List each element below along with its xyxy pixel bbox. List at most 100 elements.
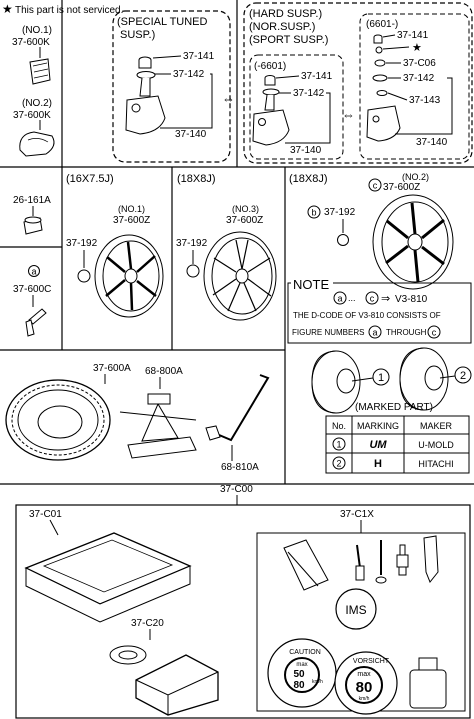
note-box: NOTE a ... c ⇒ V3-810 THE D-CODE OF V3-8… [287, 276, 472, 344]
callout-2-circle [454, 366, 472, 384]
part-37-c01: 37-C01 [29, 509, 62, 520]
not-serviced-note: This part is not serviced. [15, 5, 123, 16]
sealant-bottle-icon [409, 657, 447, 709]
w16-center-cap-icon [77, 269, 91, 283]
a-mark-label: a [31, 267, 36, 277]
tpms-sensor-early-icon [252, 75, 290, 146]
hard-title3: (SPORT SUSP.) [249, 34, 328, 46]
caution-speed1: 50 [293, 669, 305, 680]
tuned-title1: (SPECIAL TUNED [117, 16, 208, 28]
b-mark-circle [307, 205, 321, 219]
tpms-sensor-tuned-icon [125, 56, 166, 135]
hose-icon [375, 540, 387, 584]
hard-title2: (NOR.SUSP.) [249, 21, 315, 33]
tuned-37-140: 37-140 [175, 129, 207, 140]
tuned-37-141: 37-141 [183, 51, 215, 62]
tuned-37-142: 37-142 [173, 69, 205, 80]
row1-no-circle [332, 437, 346, 451]
star-icon: ★ [2, 2, 13, 16]
special-tuned-box [112, 10, 231, 163]
c-mark-circle [368, 178, 382, 192]
row2-marking: H [374, 458, 382, 470]
no2-label: (NO.2) [22, 98, 52, 109]
b-mark-label: b [311, 208, 316, 218]
row2-maker: HITACHI [418, 459, 453, 469]
w18b-wheel-icon [372, 194, 454, 290]
late-37-140: 37-140 [416, 137, 448, 148]
caution-sticker [267, 638, 337, 708]
note-code-from: a [337, 294, 342, 304]
tpms-sensor-late-icon [366, 34, 401, 142]
w16-no: (NO.1) [118, 204, 145, 214]
note-ellipsis: ... [348, 293, 356, 303]
caution-speed2: 80 [293, 680, 305, 691]
w18b-no: (NO.2) [402, 172, 429, 182]
jack-icon [119, 393, 197, 459]
hard-37-141: 37-141 [301, 71, 333, 82]
marking-table [325, 415, 470, 474]
part-37-c20: 37-C20 [131, 618, 164, 629]
marked-caption: (MARKED PART) [355, 402, 433, 413]
caution-unit: km/h [312, 679, 323, 685]
late-37-143: 37-143 [409, 95, 441, 106]
part-68-800a: 68-800A [145, 366, 183, 377]
kit-title: 37-C00 [220, 484, 253, 495]
hard-37-140: 37-140 [290, 145, 322, 156]
w18a-no: (NO.3) [232, 204, 259, 214]
part-37-600c: 37-600C [13, 284, 51, 295]
note-line3a: FIGURE NUMBERS [292, 328, 364, 337]
late-37-142: 37-142 [403, 73, 435, 84]
spark-plug-icon [396, 544, 409, 576]
caution-text: CAUTION [289, 649, 321, 656]
part-37-600k-2: 37-600K [13, 110, 51, 121]
note-title: NOTE [293, 277, 329, 292]
minus-6601-box [249, 54, 344, 160]
ims-sticker [335, 588, 377, 630]
row1-no: 1 [336, 440, 341, 450]
note-line3-mark1: a [372, 328, 377, 338]
callout-2: 2 [460, 370, 466, 382]
th-marking: MARKING [357, 421, 399, 431]
marked-wheel-2-icon [399, 347, 449, 411]
w18b-cap: 37-192 [324, 207, 356, 218]
part-68-810a: 68-810A [221, 462, 259, 473]
w18a-center-cap-icon [186, 264, 200, 278]
th-no: No. [332, 421, 346, 431]
note-line3b: THROUGH [386, 328, 427, 337]
vorsicht-max: max [357, 671, 371, 678]
note-line3-mark2: c [432, 328, 437, 338]
valve-stem-icon [25, 308, 47, 337]
hard-susp-box [243, 2, 473, 164]
panel-borders [0, 0, 474, 485]
vorsicht-text: VORSICHT [353, 658, 390, 665]
late-37-c06: 37-C06 [403, 58, 436, 69]
w18a-wheel-icon [203, 231, 277, 321]
th-maker: MAKER [420, 421, 453, 431]
marked-wheel-1-icon [311, 350, 361, 414]
plus-6601-box [359, 13, 470, 160]
row2-no: 2 [336, 459, 341, 469]
w16-size: (16X7.5J) [66, 173, 114, 185]
no1-label: (NO.1) [22, 25, 52, 36]
plus-6601-label: (6601-) [366, 19, 398, 30]
w18a-size: (18X8J) [177, 173, 216, 185]
valve-tool-icon [423, 535, 439, 583]
w18b-size: (18X8J) [289, 173, 328, 185]
vorsicht-unit: km/h [359, 696, 370, 702]
minus-6601-label: (-6601) [254, 61, 286, 72]
row1-maker: U-MOLD [418, 440, 454, 450]
row1-marking: UM [369, 439, 387, 451]
w18a-cap: 37-192 [176, 238, 208, 249]
hard-title1: (HARD SUSP.) [249, 8, 322, 20]
c-mark-label: c [373, 181, 378, 191]
star-marker-icon: ★ [412, 42, 422, 54]
part-37-600k-1: 37-600K [12, 37, 50, 48]
lug-nut-icon [23, 216, 43, 235]
note-code-range: V3-810 [395, 294, 428, 305]
a-mark-circle [28, 265, 40, 277]
note-line2: THE D-CODE OF V3-810 CONSISTS OF [293, 311, 441, 320]
part-37-600a: 37-600A [93, 363, 131, 374]
w18b-center-cap-icon [337, 234, 349, 246]
sensor-boot-1-icon [29, 58, 51, 85]
